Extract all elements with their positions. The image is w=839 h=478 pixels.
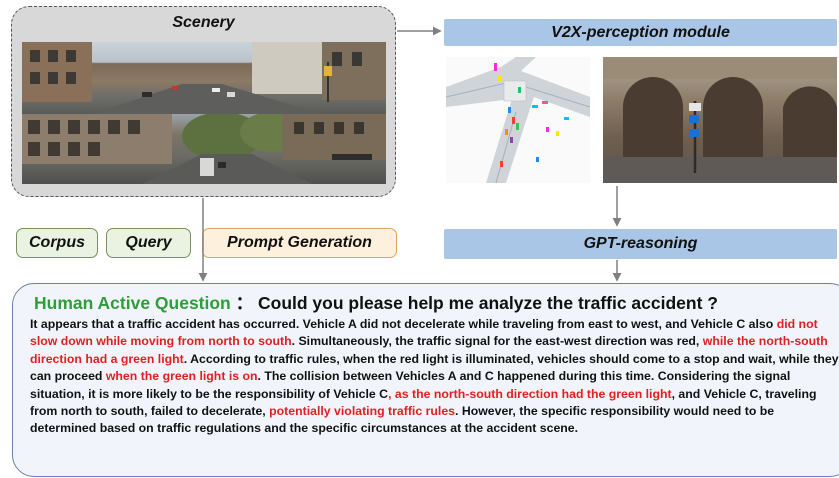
scenery-street-photo-bottom (22, 114, 386, 184)
prompt-generation-label: Prompt Generation (202, 228, 397, 258)
answer-panel (12, 283, 839, 477)
question-separator: ： (235, 293, 254, 313)
answer-segment: It appears that a traffic accident has o… (30, 317, 777, 331)
answer-highlight: when the green light is on (105, 369, 258, 384)
answer-segment: . According to traffic rules, when the r… (30, 351, 839, 384)
v2x-intersection-map (446, 57, 590, 183)
corpus-label: Corpus (16, 228, 98, 258)
question-label: Human Active Question (34, 293, 231, 313)
question-line: Human Active Question ： Could you please… (34, 290, 824, 315)
answer-highlight: , as the north-south direction had the g… (388, 386, 672, 401)
answer-segment: . However, the specific responsibility w… (30, 404, 775, 436)
query-label: Query (106, 228, 191, 258)
answer-segment: , and Vehicle C, traveling from north to… (30, 386, 817, 419)
answer-text: It appears that a traffic accident has o… (30, 316, 839, 438)
answer-segment: . Simultaneously, the traffic signal for… (291, 334, 703, 349)
gpt-reasoning-box: GPT-reasoning (444, 229, 837, 259)
answer-highlight: while the north-south direction had a gr… (30, 334, 828, 366)
answer-highlight: did not slow down while moving from nort… (30, 317, 818, 349)
answer-highlight: potentially violating traffic rules (269, 404, 455, 419)
question-text: Could you please help me analyze the tra… (258, 293, 718, 313)
scenery-title: Scenery (172, 14, 235, 31)
answer-segment: . The collision between Vehicles A and C… (30, 369, 791, 401)
scenery-street-photo-top (22, 42, 386, 114)
v2x-perception-module-box: V2X-perception module (444, 19, 837, 46)
v2x-camera-view (603, 57, 837, 183)
